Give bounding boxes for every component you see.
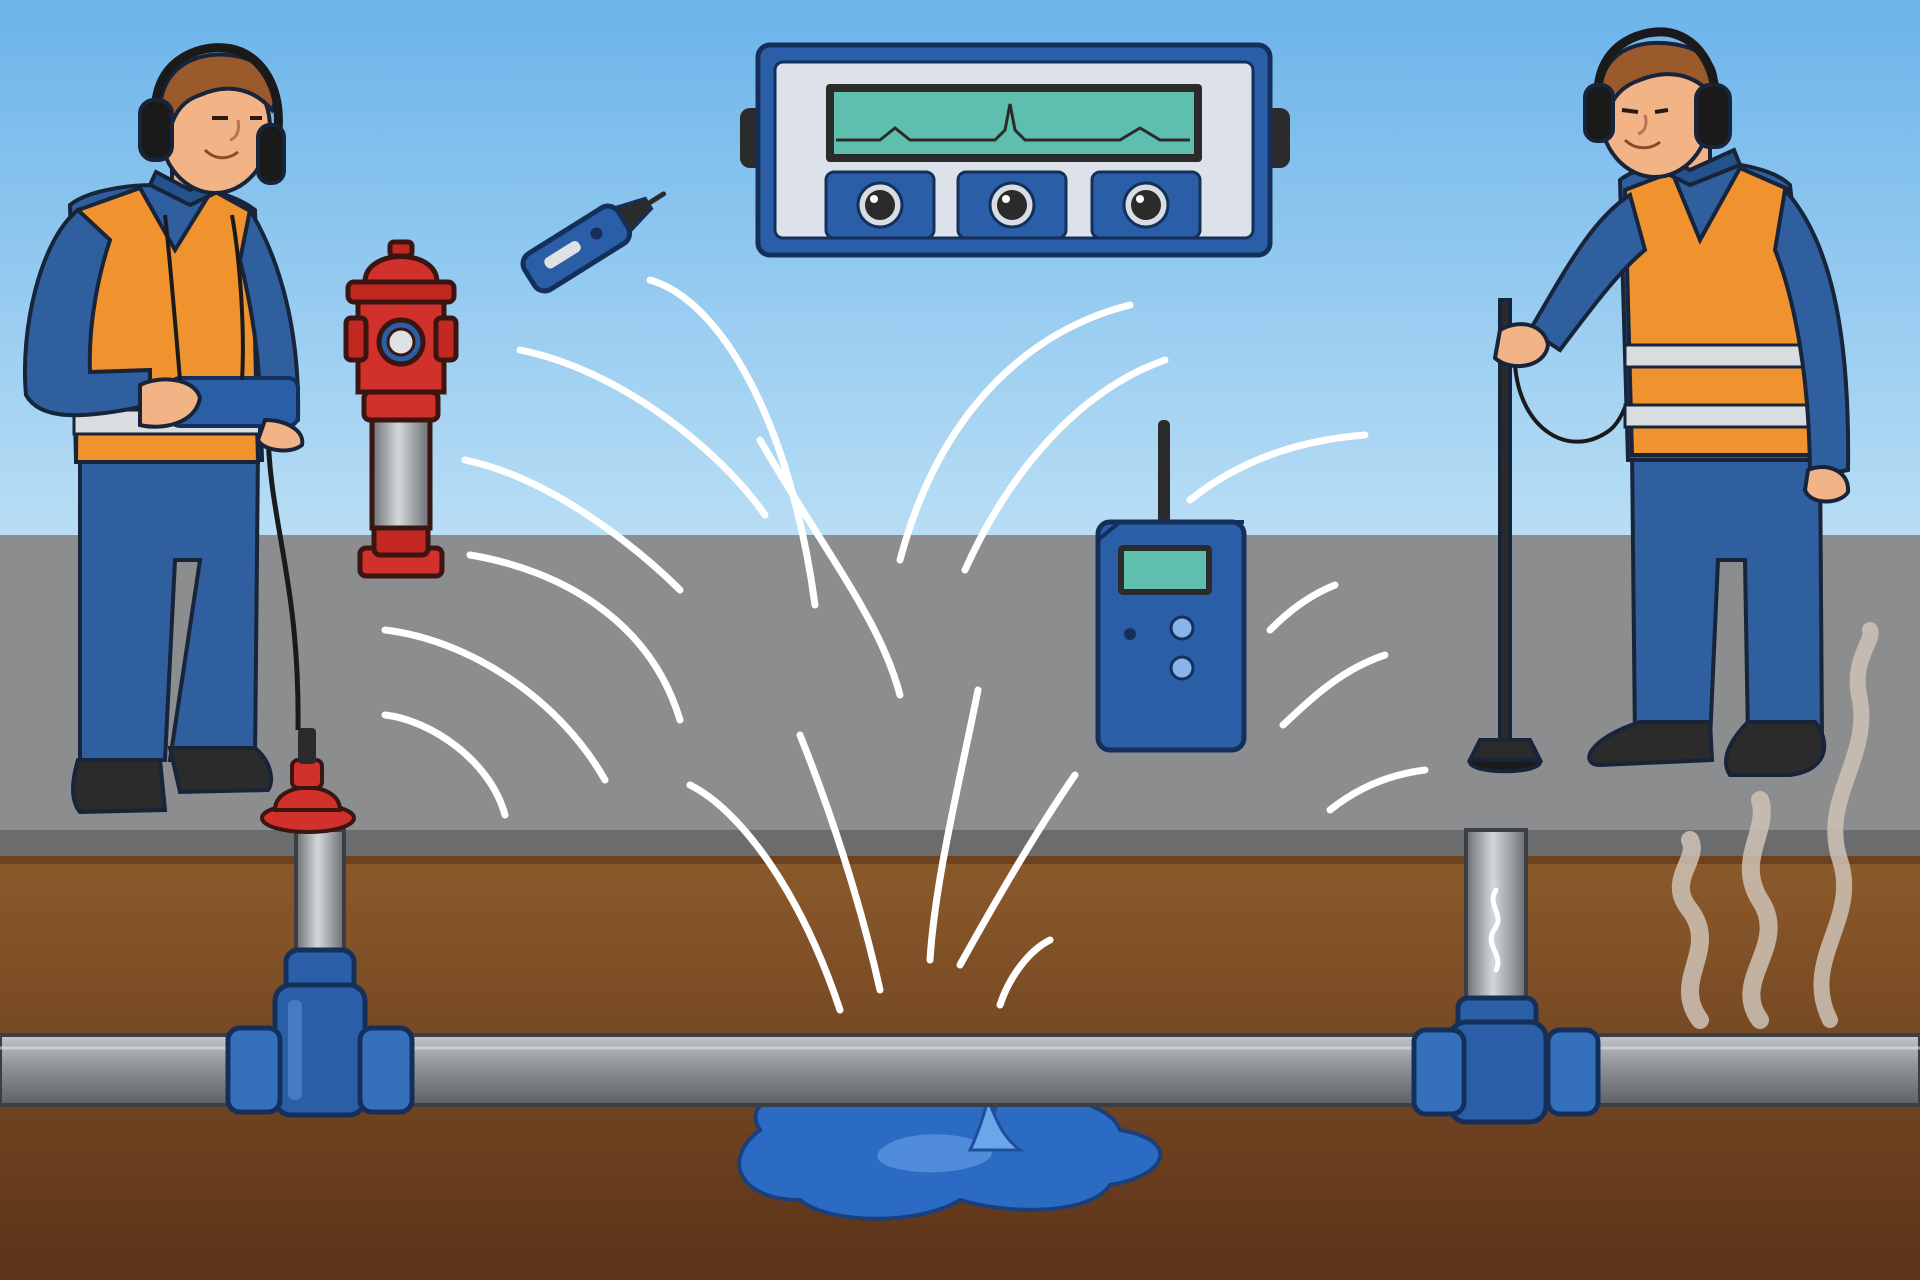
handheld-listening-probe xyxy=(520,191,667,294)
worker-right xyxy=(1466,27,1851,777)
ground-microphone xyxy=(260,728,356,834)
sound-waves xyxy=(381,276,1429,1014)
acoustic-logger-unit xyxy=(1095,420,1247,753)
leak-noise-correlator-display xyxy=(740,42,1290,258)
water-pool xyxy=(737,1082,1163,1221)
correlator-knob-right xyxy=(1090,170,1202,240)
road-edge xyxy=(0,830,1920,858)
fire-hydrant xyxy=(343,239,459,579)
steam-plume xyxy=(1671,622,1879,1029)
worker-left xyxy=(22,43,305,815)
right-riser-fitting xyxy=(1411,828,1601,1125)
correlator-knob-left xyxy=(824,170,936,240)
correlator-knob-center xyxy=(956,170,1068,240)
